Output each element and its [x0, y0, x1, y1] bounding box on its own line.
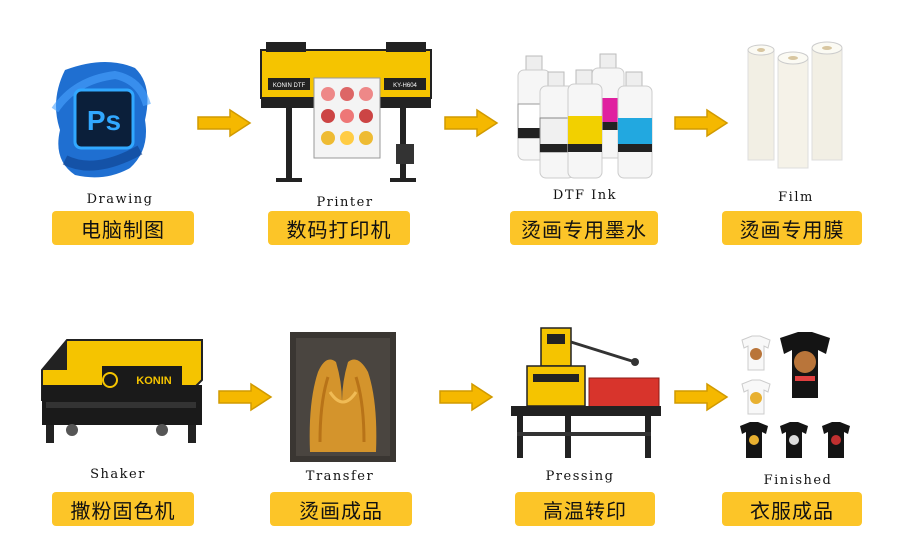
transfer-illustration: [290, 332, 396, 462]
step-label-en: Drawing: [86, 192, 154, 207]
heat-press-icon: [511, 327, 661, 458]
step-label-zh: 撒粉固色机: [52, 492, 194, 526]
tshirts-icon: [738, 332, 862, 462]
step-label-zh: 烫画成品: [270, 492, 412, 526]
step-label-en: Pressing: [545, 469, 615, 484]
step-label-en: Finished: [763, 473, 833, 488]
heat-press-illustration: [505, 322, 665, 462]
printer-icon: KONIN DTF KY-H604: [260, 42, 432, 182]
step-label-zh: 高温转印: [515, 492, 655, 526]
ink-bottles-icon: [517, 53, 653, 179]
step-label-zh: 电脑制图: [52, 211, 194, 245]
step-label-zh: 衣服成品: [722, 492, 862, 526]
arrow-right-icon: [197, 108, 252, 138]
ps-logo-text: Ps: [87, 105, 121, 136]
photoshop-icon: Ps: [51, 61, 151, 178]
film-rolls-icon: [747, 41, 843, 169]
step-label-en: DTF Ink: [552, 188, 618, 203]
arrow-right-icon: [218, 382, 273, 412]
shaker-brand-text: KONIN: [136, 375, 172, 387]
film-illustration: [742, 40, 852, 170]
printer-brand-left: KONIN DTF: [273, 83, 306, 89]
arrow-right-icon: [439, 382, 494, 412]
arrow-right-icon: [674, 382, 729, 412]
shaker-illustration: KONIN: [32, 330, 207, 450]
step-label-en: Transfer: [305, 469, 375, 484]
step-label-en: Shaker: [90, 467, 146, 482]
step-label-en: Film: [778, 190, 814, 205]
step-label-zh: 数码打印机: [268, 211, 410, 245]
shaker-icon: KONIN: [41, 339, 203, 443]
printer-illustration: KONIN DTF KY-H604: [256, 32, 436, 192]
transfer-print-icon: [290, 332, 396, 462]
step-label-zh: 烫画专用膜: [722, 211, 862, 245]
arrow-right-icon: [444, 108, 499, 138]
photoshop-illustration: Ps: [45, 50, 155, 185]
printer-brand-right: KY-H604: [393, 83, 417, 89]
arrow-right-icon: [674, 108, 729, 138]
step-label-zh: 烫画专用墨水: [510, 211, 658, 245]
ink-illustration: [508, 52, 660, 180]
step-label-en: Printer: [316, 195, 374, 210]
tshirts-illustration: [738, 332, 862, 462]
